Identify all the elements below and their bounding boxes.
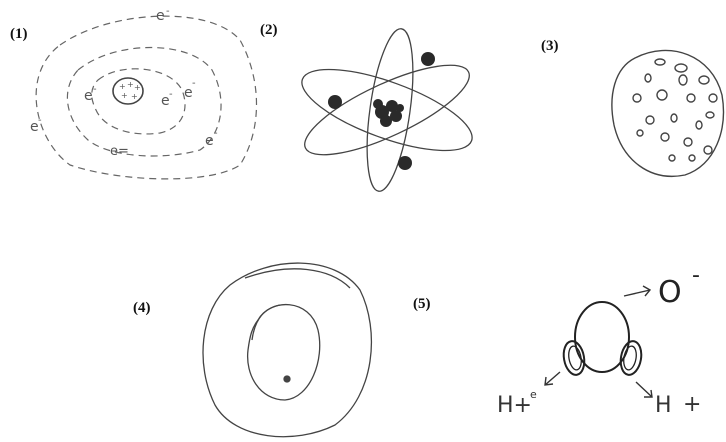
electron-label: e <box>205 133 214 149</box>
hydrogen-right-label: H <box>655 393 672 418</box>
figure-label-3: (3) <box>541 38 559 54</box>
middle-circle-overlap <box>251 304 281 341</box>
oxygen-label: O <box>658 275 682 310</box>
center-dot <box>283 375 291 383</box>
figure-label-2: (2) <box>260 22 278 38</box>
electron-charge: - <box>93 84 97 95</box>
middle-circle <box>247 304 321 401</box>
nucleus: + + + + + <box>112 77 144 105</box>
outer-circle <box>202 262 373 438</box>
atom-electrons <box>328 52 435 170</box>
sketch-plum-pudding <box>611 49 725 177</box>
arrow-icon <box>635 381 653 398</box>
water-arrows <box>544 285 653 398</box>
hydrogen-atom-right-inner <box>623 345 637 371</box>
electron-labels: e - e - e - e - e - e= e - <box>30 6 218 159</box>
electron-charge: - <box>38 115 42 126</box>
orbit-2 <box>304 64 470 156</box>
electron-label: e <box>184 85 193 101</box>
arrow-icon <box>544 371 561 386</box>
atom-nucleus <box>373 99 404 127</box>
orbit-3 <box>366 28 414 192</box>
figure-label-5: (5) <box>413 296 431 312</box>
nucleus-sign: + <box>134 83 141 92</box>
electron-label: e= <box>110 144 129 159</box>
sketch-water-molecule <box>562 301 643 376</box>
nucleus-sign: + <box>119 82 126 91</box>
electron-dot <box>421 52 435 66</box>
electron-dot <box>328 95 342 109</box>
hydrogen-atom-left <box>562 340 586 376</box>
oxygen-charge: - <box>692 263 700 288</box>
arrow-icon <box>623 285 652 297</box>
figure-label-1: (1) <box>10 26 28 42</box>
sketch-concentric-circles <box>202 262 373 438</box>
hydrogen-left-label: H+ <box>497 393 532 418</box>
water-labels: O - H+ e H + <box>497 263 701 418</box>
electron-label: e <box>156 8 165 24</box>
figure-label-4: (4) <box>133 300 151 316</box>
hydrogen-left-sup: e <box>530 388 537 401</box>
electron-charge: - <box>166 6 170 17</box>
nucleus-sign: + <box>131 92 138 101</box>
nucleus-sign: + <box>121 91 128 100</box>
electron-charge: - <box>169 89 173 100</box>
orbit-1 <box>301 68 473 152</box>
middle-shell <box>66 47 222 157</box>
outer-circle-overlap <box>244 268 351 289</box>
electron-label: e <box>30 119 39 135</box>
sketch-electron-shells <box>35 15 258 180</box>
nucleus-sign: + <box>127 80 134 89</box>
sketch-atom-orbits <box>301 28 473 192</box>
hydrogen-right-sign: + <box>683 392 701 417</box>
electron-label: e <box>84 88 93 104</box>
oxygen-atom <box>574 301 630 373</box>
electron-label: e <box>161 93 170 109</box>
electron-charge: - <box>214 128 218 139</box>
hydrogen-atom-left-inner <box>568 345 582 371</box>
electron-charge: - <box>192 78 196 89</box>
electron-dot <box>398 156 412 170</box>
pudding-particles <box>632 58 718 162</box>
outer-shell <box>35 15 258 180</box>
hydrogen-atom-right <box>619 340 643 376</box>
pudding-outline <box>611 49 725 177</box>
inner-shell <box>91 68 186 135</box>
